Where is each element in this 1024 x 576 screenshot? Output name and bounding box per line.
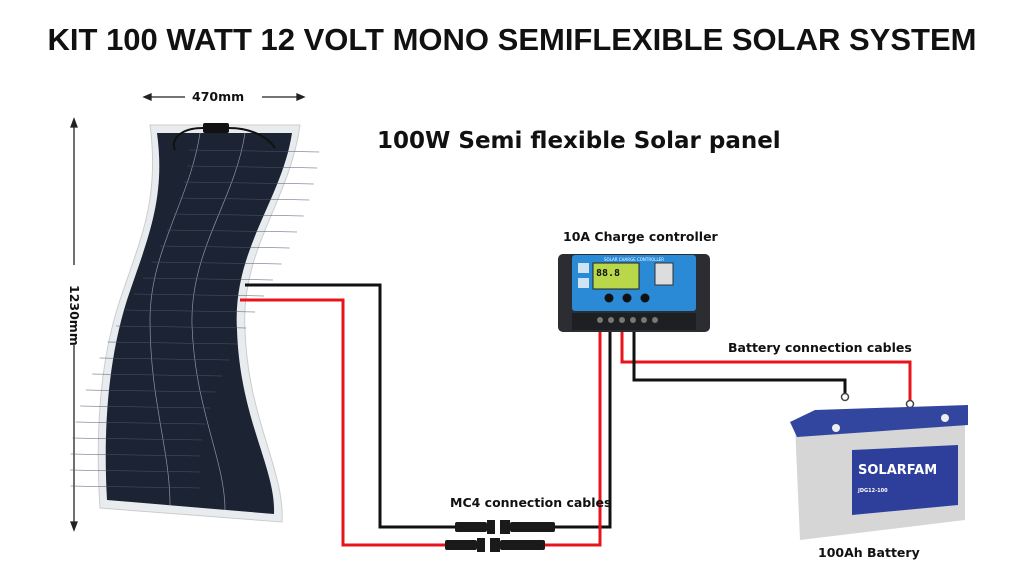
battery-cables-label: Battery connection cables: [728, 340, 912, 355]
panel-cell-line: [107, 341, 238, 345]
charge-controller: 88.8 SOLAR CHARGE CONTROLLER: [558, 254, 710, 332]
height-dimension-label: 1230mm: [67, 285, 82, 346]
panel-cell-line: [75, 421, 206, 425]
panel-cell-line: [80, 405, 211, 409]
panel-cell-line: [134, 293, 265, 297]
panel-label: 100W Semi flexible Solar panel: [377, 128, 781, 154]
battery: SOLARFAM JDG12-100: [790, 405, 968, 540]
mc4-connectors: [445, 520, 555, 552]
panel-cell-line: [125, 309, 256, 313]
panel-cell-line: [70, 485, 201, 489]
controller-display: 88.8: [596, 268, 620, 279]
controller-label: 10A Charge controller: [563, 229, 718, 244]
panel-cell-line: [151, 261, 282, 265]
battery-label: 100Ah Battery: [818, 545, 920, 560]
panel-cell-line: [187, 165, 318, 169]
battery-model: JDG12-100: [857, 488, 888, 494]
junction-box: [203, 123, 229, 133]
panel-cell-line: [85, 389, 216, 393]
panel-cell-line: [173, 213, 304, 217]
battery-brand: SOLARFAM: [858, 463, 937, 478]
width-dimension-arrow: [142, 93, 306, 101]
panel-cell-line: [167, 229, 298, 233]
pv-wires: [240, 283, 612, 547]
solar-panel: [69, 123, 320, 523]
panel-cell-line: [183, 181, 314, 185]
panel-cell-line: [72, 437, 203, 441]
battery-wires: [620, 330, 915, 409]
controller-header: SOLAR CHARGE CONTROLLER: [604, 257, 664, 262]
panel-cell-line: [116, 325, 247, 329]
page-title: KIT 100 WATT 12 VOLT MONO SEMIFLEXIBLE S…: [47, 22, 977, 57]
height-dimension-arrow: [70, 117, 78, 532]
panel-cell-line: [69, 469, 201, 473]
panel-cell-line: [92, 373, 223, 377]
mc4-label: MC4 connection cables: [450, 495, 612, 510]
panel-cell-line: [179, 197, 310, 201]
panel-cell-line: [99, 357, 230, 361]
panel-cell-line: [189, 149, 320, 153]
panel-cell-line: [70, 453, 201, 457]
panel-cell-line: [142, 277, 273, 281]
panel-cell-line: [159, 245, 290, 249]
width-dimension-label: 470mm: [192, 89, 245, 104]
